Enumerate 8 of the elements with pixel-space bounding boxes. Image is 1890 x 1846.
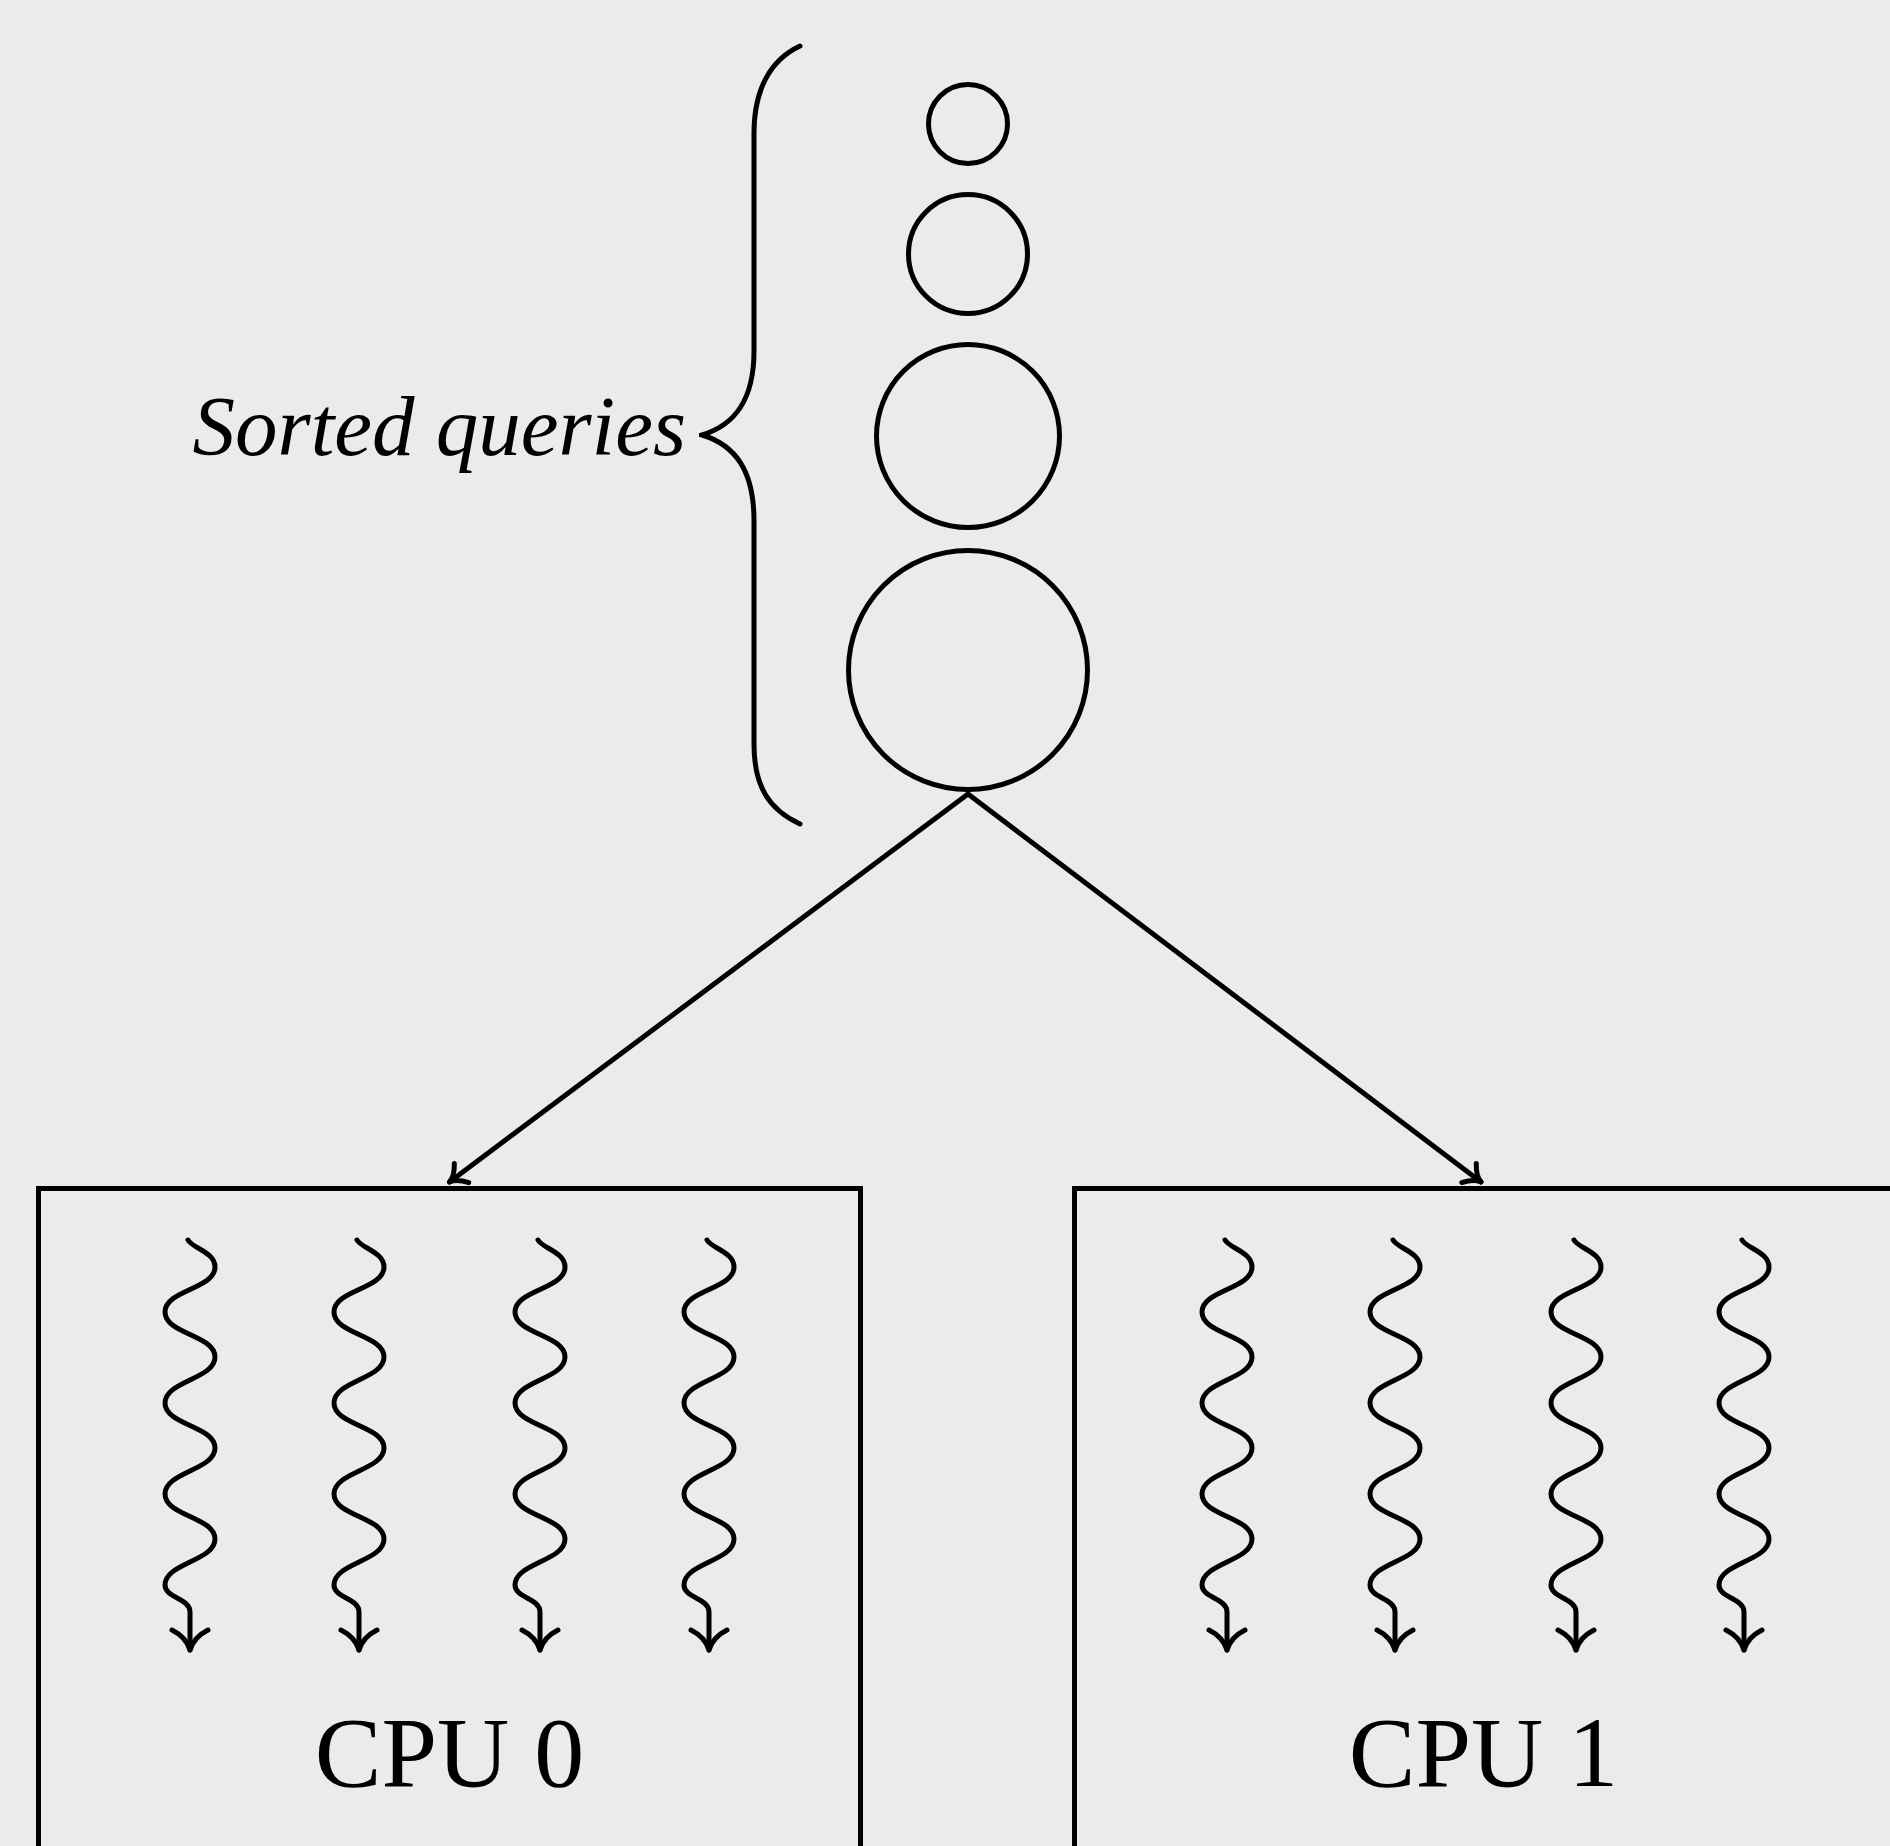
query-circle — [906, 192, 1030, 316]
query-circle — [874, 342, 1062, 530]
processor-box — [1072, 1186, 1890, 1846]
query-circle — [846, 548, 1090, 792]
box-label: CPU 0 — [314, 1703, 585, 1803]
query-circle — [926, 82, 1010, 166]
box-label: CPU 1 — [1348, 1703, 1619, 1803]
processor-box — [36, 1186, 863, 1846]
